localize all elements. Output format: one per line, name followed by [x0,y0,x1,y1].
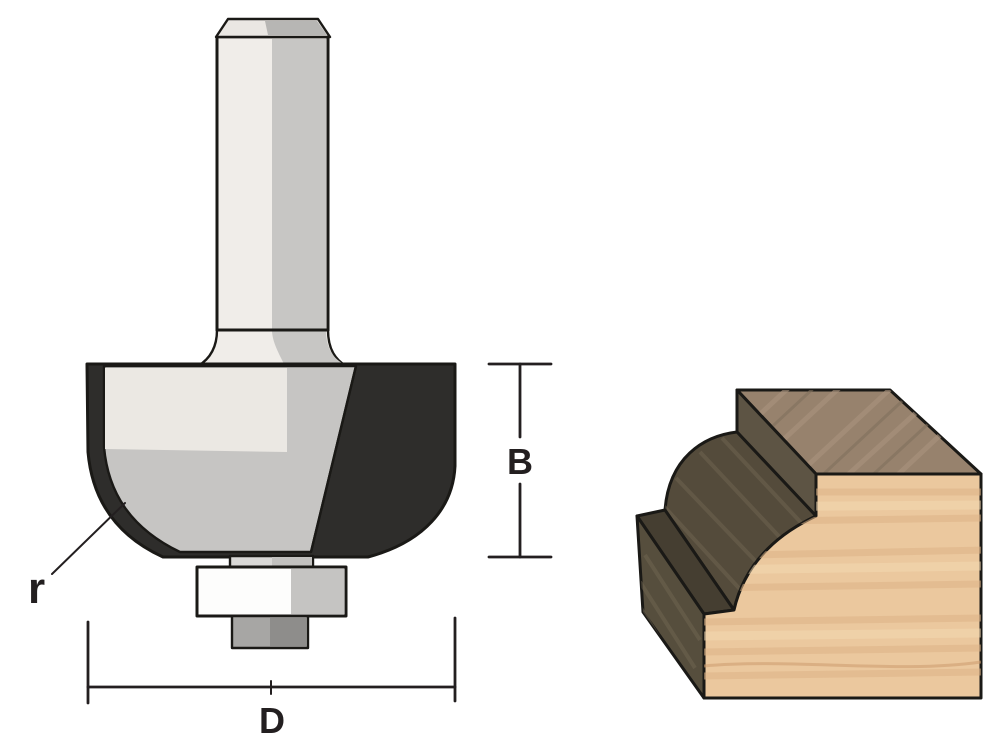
dimension-B-label: B [507,441,533,482]
cutter-flute-line [309,365,358,553]
shank-chamfer-shade [265,21,327,35]
shank [196,17,348,368]
shank-outline [215,35,330,332]
dimension-B: B [487,362,553,559]
dimension-D-label: D [259,700,285,741]
radius-callout: r [28,502,126,613]
cutter-head [85,362,457,559]
radius-leader-line [51,502,126,575]
radius-label: r [28,564,45,613]
shank-shaft-shade [272,39,344,364]
wood-profile-sample [635,388,983,700]
dimension-D: D [86,616,457,741]
cut-bead-grain [665,436,808,600]
router-bit: B D r [28,17,553,741]
cutter-body-highlight [105,368,287,452]
collar-shade [272,557,312,567]
guide-bearing-shade [291,569,344,614]
retaining-nut-shade [270,618,306,646]
pilot-assembly [195,554,348,650]
